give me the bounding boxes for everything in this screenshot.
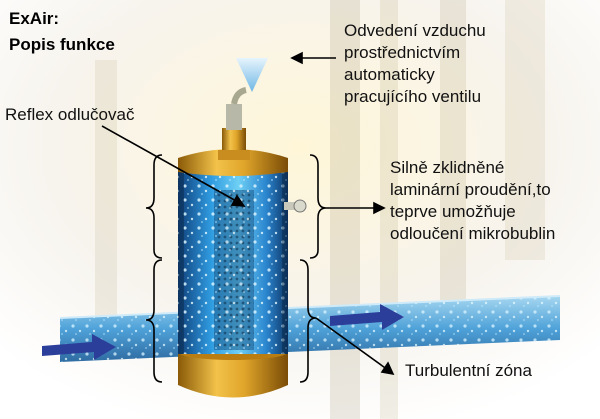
vessel-bottom-cap <box>178 350 288 398</box>
air-vent-valve <box>226 104 242 130</box>
title-line-2: Popis funkce <box>9 35 115 54</box>
brace-right-lower <box>299 259 317 383</box>
side-valve <box>284 199 307 213</box>
outlet-flow-arrow <box>330 304 404 330</box>
label-air-vent-line-4: pracujícího ventilu <box>344 87 482 106</box>
diagram-title: ExAir: Popis funkce <box>9 6 115 58</box>
label-turbulent-zone: Turbulentní zóna <box>405 361 532 380</box>
vessel-top-cap <box>178 149 288 176</box>
callout-lines <box>101 51 395 376</box>
label-laminar-flow: Silně zklidněné laminární proudění,to te… <box>390 157 555 245</box>
label-air-vent-line-2: prostřednictvím <box>344 43 461 62</box>
label-laminar-line-1: Silně zklidněné <box>390 158 505 177</box>
air-outflow-cone <box>236 58 268 92</box>
brace-right-upper <box>309 154 327 259</box>
brace-left-upper <box>145 154 163 259</box>
background-shadows <box>95 0 545 419</box>
label-air-vent-line-3: automaticky <box>344 65 435 84</box>
label-air-vent-line-1: Odvedení vzduchu <box>344 21 486 40</box>
brace-left-lower <box>145 259 163 383</box>
label-air-vent: Odvedení vzduchu prostřednictvím automat… <box>344 20 486 108</box>
label-laminar-line-4: odloučení mikrobublin <box>390 224 556 243</box>
inlet-flow-arrow <box>42 334 116 360</box>
label-laminar-line-3: teprve umožňuje <box>390 202 516 221</box>
title-line-1: ExAir: <box>9 9 60 28</box>
label-reflex-separator: Reflex odlučovač <box>5 105 135 124</box>
vessel-body <box>178 168 288 354</box>
label-laminar-line-2: laminární proudění,to <box>390 180 551 199</box>
